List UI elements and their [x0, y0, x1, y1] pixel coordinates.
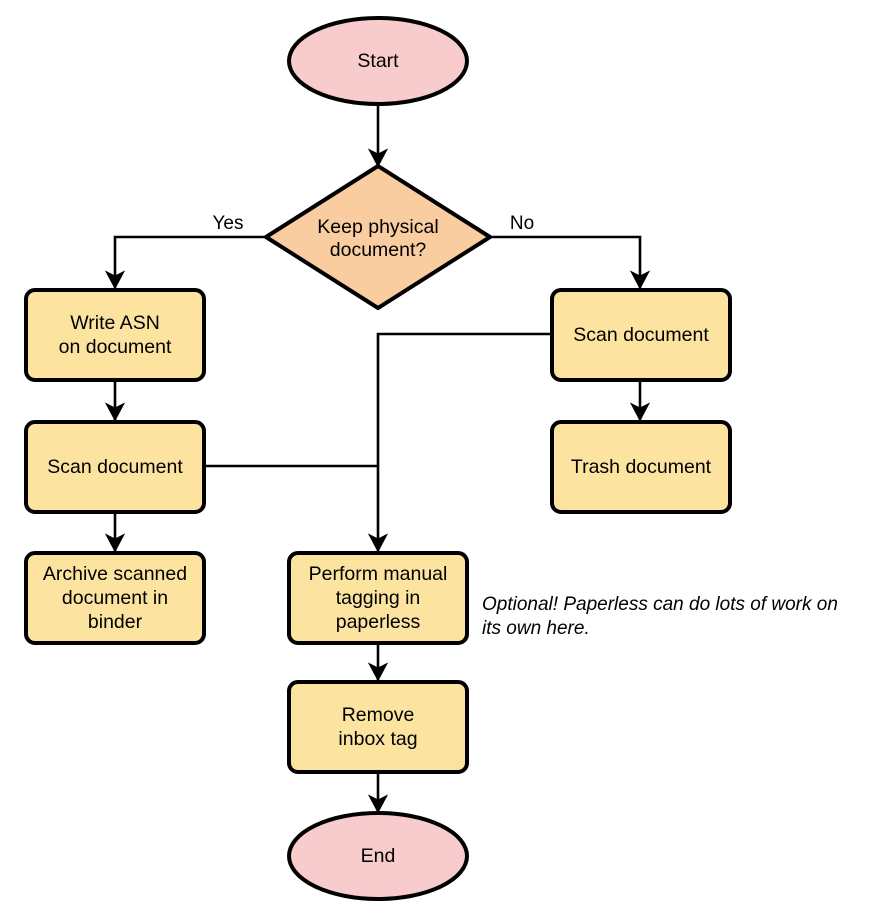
edge-decision-yes-to-write-asn [104, 235, 266, 290]
optional-note-line1: Optional! Paperless can do lots of work … [482, 594, 838, 615]
node-archive-scanned-document[interactable]: Archive scanned document in binder [24, 551, 206, 645]
manual-tagging-label-line3: paperless [336, 611, 421, 633]
scan-left-label: Scan document [47, 456, 183, 478]
archive-label-line2: document in [62, 587, 168, 609]
decision-diamond-shape [264, 164, 492, 310]
optional-note-line2: its own here. [482, 618, 590, 639]
decision-label-line1: Keep physical [317, 216, 438, 238]
start-ellipse-shape [287, 16, 469, 106]
node-write-asn-on-document[interactable]: Write ASN on document [24, 288, 206, 382]
write-asn-label-line1: Write ASN [70, 312, 160, 334]
remove-inbox-label-line2: inbox tag [338, 728, 417, 750]
edge-scan-right-to-manual-tagging [367, 332, 552, 553]
node-scan-document-right[interactable]: Scan document [550, 288, 732, 382]
archive-rect-shape [24, 551, 206, 645]
node-trash-document[interactable]: Trash document [550, 420, 732, 514]
decision-label-line2: document? [330, 239, 427, 261]
manual-tagging-rect-shape [287, 551, 469, 645]
archive-label-line1: Archive scanned [43, 563, 187, 585]
node-perform-manual-tagging[interactable]: Perform manual tagging in paperless [287, 551, 469, 645]
node-remove-inbox-tag[interactable]: Remove inbox tag [287, 680, 469, 774]
node-scan-document-left[interactable]: Scan document [24, 420, 206, 514]
manual-tagging-label-line2: tagging in [336, 587, 421, 609]
end-ellipse-shape [287, 811, 469, 901]
scan-left-rect-shape [24, 420, 206, 514]
end-label: End [361, 845, 396, 867]
archive-label-line3: binder [88, 611, 143, 633]
scan-right-label: Scan document [573, 324, 709, 346]
write-asn-rect-shape [24, 288, 206, 382]
scan-right-rect-shape [550, 288, 732, 382]
write-asn-label-line2: on document [59, 336, 172, 358]
manual-tagging-label-line1: Perform manual [309, 563, 448, 585]
remove-inbox-rect-shape [287, 680, 469, 774]
edge-layer [104, 104, 651, 814]
node-decision-keep-physical-document[interactable]: Keep physical document? [264, 164, 492, 310]
trash-label: Trash document [571, 456, 712, 478]
remove-inbox-label-line1: Remove [342, 704, 415, 726]
edge-label-no: No [510, 213, 534, 234]
node-end[interactable]: End [287, 811, 469, 901]
trash-rect-shape [550, 420, 732, 514]
annotation-optional-note: Optional! Paperless can do lots of work … [482, 594, 838, 639]
edge-label-yes: Yes [213, 213, 244, 234]
node-start[interactable]: Start [287, 16, 469, 106]
start-label: Start [357, 50, 399, 72]
edge-decision-no-to-scan-right [490, 235, 651, 290]
